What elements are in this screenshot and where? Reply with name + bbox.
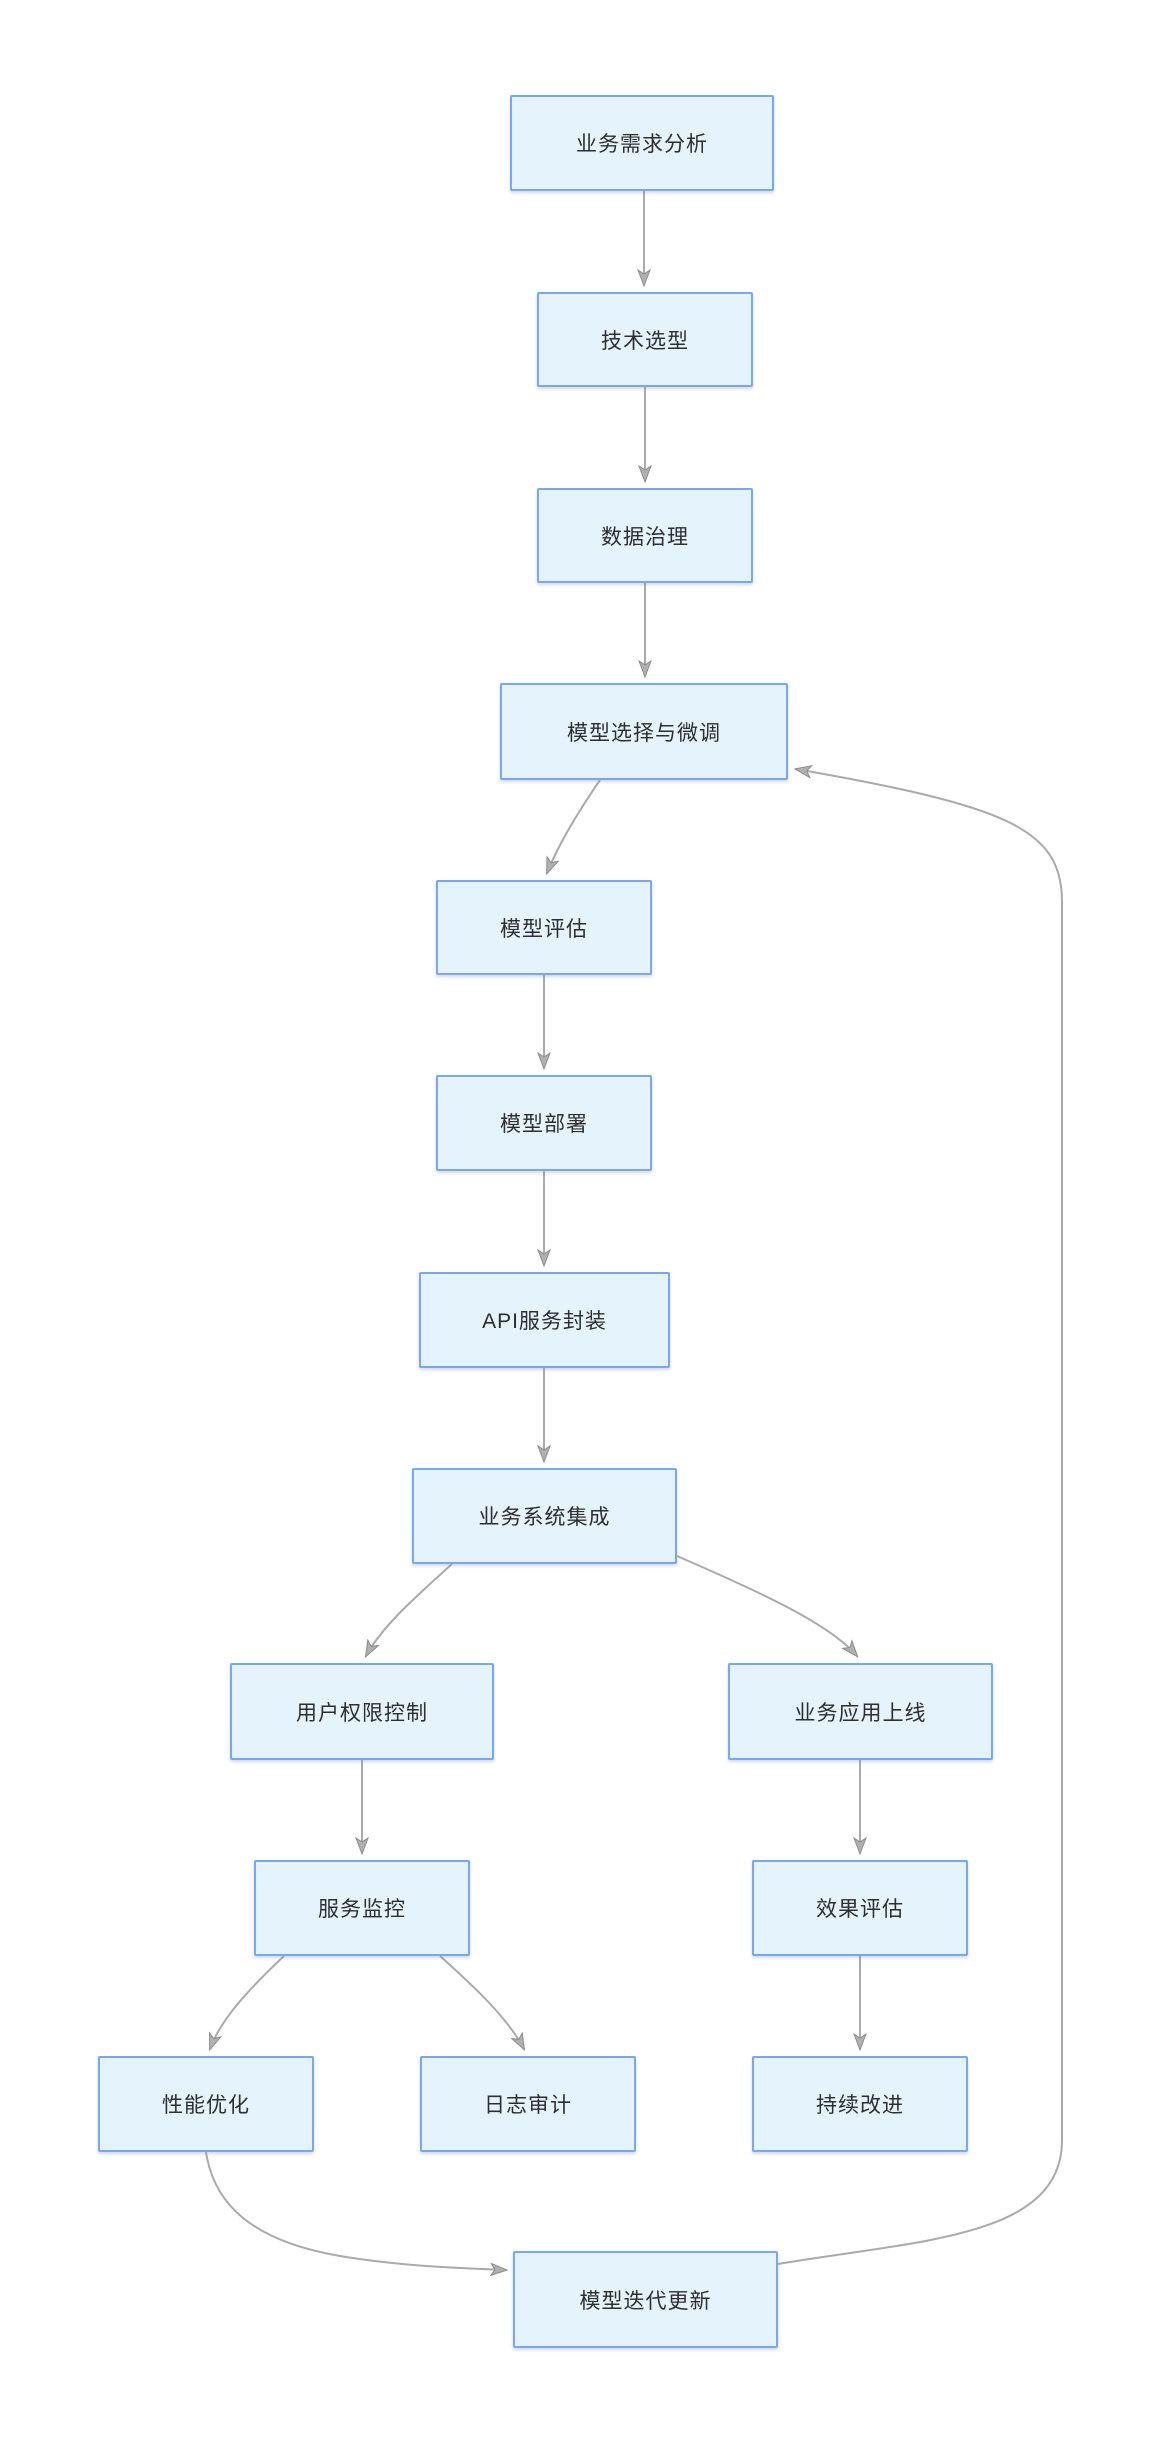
flow-node-model-iteration: 模型迭代更新 [513,2251,778,2348]
node-label: 业务应用上线 [794,1701,927,1725]
node-label: 持续改进 [816,2094,904,2117]
edge-perf-opt-to-model-iter [205,2151,506,2270]
node-label: 数据治理 [601,525,689,549]
node-label: 技术选型 [601,329,689,353]
flow-node-model-evaluation: 模型评估 [436,880,652,975]
flow-node-effect-evaluation: 效果评估 [752,1860,968,1956]
flow-node-biz-req-analysis: 业务需求分析 [510,95,774,191]
edge-biz-integration-to-biz-launch [676,1555,857,1656]
edge-svc-monitor-to-log-audit [439,1955,524,2049]
flow-node-model-deployment: 模型部署 [436,1075,652,1171]
node-label: API服务封装 [482,1310,607,1333]
flow-node-data-governance: 数据治理 [537,488,753,583]
flow-node-model-select-tune: 模型选择与微调 [500,683,788,780]
flow-node-user-permission: 用户权限控制 [230,1663,494,1760]
node-label: 模型评估 [500,917,588,941]
node-label: 服务监控 [318,1898,406,1921]
edge-model-sel-to-model-eval [546,779,601,873]
node-label: 用户权限控制 [296,1701,428,1725]
node-label: 日志审计 [484,2094,572,2117]
edge-svc-monitor-to-perf-opt [210,1955,285,2049]
node-label: 业务需求分析 [576,133,708,156]
node-label: 模型选择与微调 [567,721,721,745]
node-label: 性能优化 [162,2094,250,2117]
flow-node-biz-sys-integration: 业务系统集成 [412,1468,677,1564]
flow-node-service-monitor: 服务监控 [254,1860,470,1956]
flow-node-log-audit: 日志审计 [420,2056,636,2152]
edge-model-iter-to-model-sel-loop [777,769,1063,2265]
node-label: 业务系统集成 [478,1506,611,1529]
node-label: 模型迭代更新 [579,2289,712,2313]
flow-node-tech-selection: 技术选型 [537,292,753,387]
flow-node-perf-optimization: 性能优化 [98,2056,314,2152]
flow-node-api-service-wrap: API服务封装 [419,1272,670,1368]
edge-biz-integration-to-user-perm [366,1563,453,1656]
flow-node-continuous-improve: 持续改进 [752,2056,968,2152]
node-label: 效果评估 [816,1898,904,1921]
flow-node-biz-app-launch: 业务应用上线 [728,1663,993,1760]
node-label: 模型部署 [500,1113,588,1136]
